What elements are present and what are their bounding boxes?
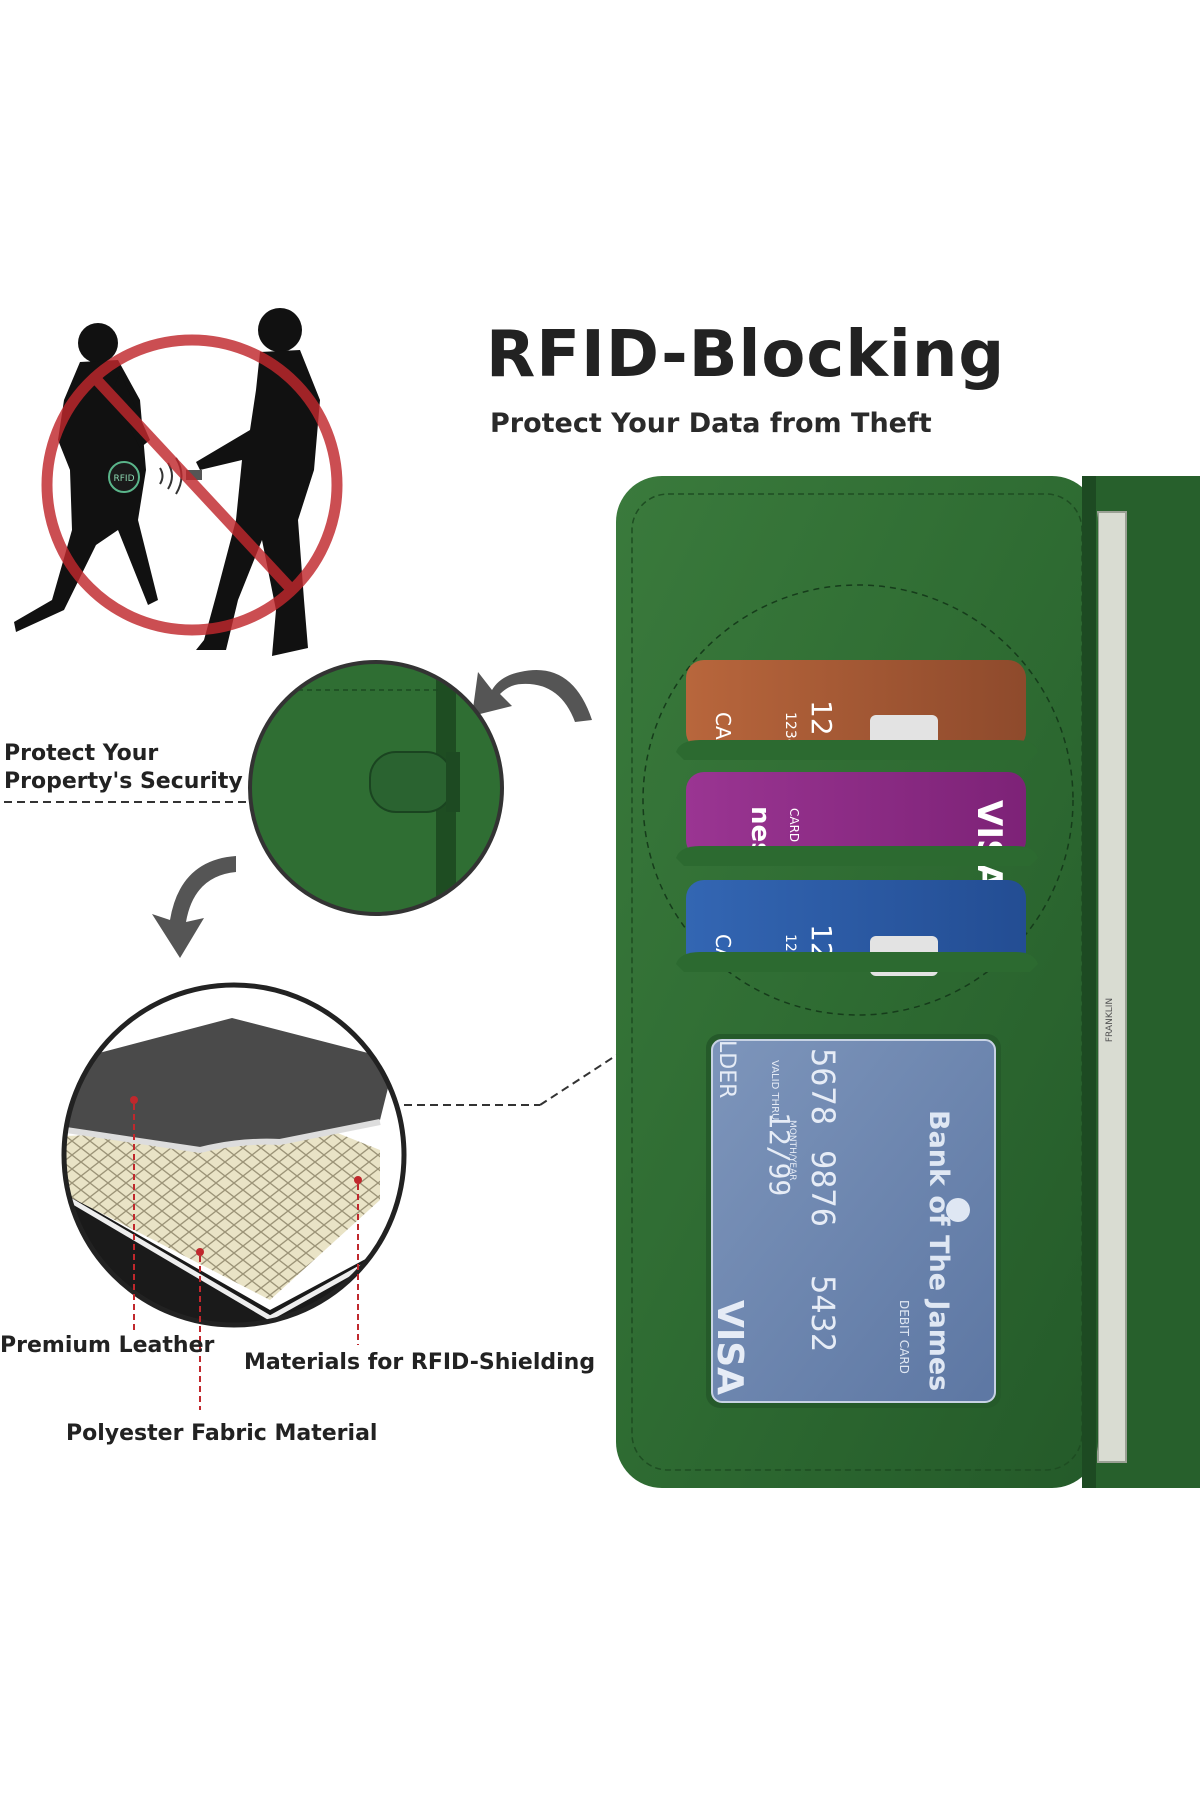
- property-security-label: Protect Your Property's Security: [4, 741, 243, 794]
- id-number-1: 5678: [804, 1048, 842, 1125]
- wallet-illustration: FRANKLIN 12 1234 CA VISA nes CARD 12: [616, 476, 1200, 1488]
- id-bank-name: Bank of The James: [923, 1110, 954, 1391]
- theft-illustration: RFID: [14, 308, 343, 656]
- rfid-materials-label: Materials for RFID-Shielding: [244, 1350, 596, 1375]
- svg-text:LDER: LDER: [714, 1040, 739, 1098]
- id-visa-logo: VISA: [709, 1300, 750, 1395]
- rfid-tag-icon: [108, 461, 140, 493]
- leather-layer: [66, 1018, 395, 1150]
- svg-text:VALID THRU: VALID THRU: [769, 1060, 780, 1120]
- page-title: RFID-Blocking: [486, 318, 1006, 392]
- orange-card: 12 1234 CA: [686, 660, 1026, 755]
- rfid-mesh-layer: [66, 1111, 380, 1300]
- id-number-3: 5432: [804, 1275, 842, 1352]
- svg-text:12/99: 12/99: [763, 1112, 796, 1196]
- curved-arrow-down-icon: [152, 856, 236, 958]
- banknote-text: FRANKLIN: [1105, 998, 1115, 1042]
- banknote: [1097, 511, 1127, 1463]
- svg-text:MONTH/YEAR: MONTH/YEAR: [787, 1120, 797, 1180]
- id-window: Bank of The James DEBIT CARD 5678 9876 5…: [706, 1034, 1001, 1408]
- id-card-type: DEBIT CARD: [897, 1300, 911, 1374]
- svg-text:CARD: CARD: [787, 808, 801, 842]
- id-number-2: 9876: [804, 1150, 842, 1227]
- curved-arrow-icon: [472, 670, 592, 722]
- premium-leather-label: Premium Leather: [0, 1333, 215, 1358]
- rfid-tag-text: RFID: [113, 474, 134, 484]
- clasp-zoom-circle: [248, 660, 504, 916]
- polyester-label: Polyester Fabric Material: [66, 1421, 378, 1446]
- svg-text:12: 12: [805, 700, 838, 736]
- prohibition-sign-icon: [41, 334, 343, 636]
- page-subtitle: Protect Your Data from Theft: [490, 408, 932, 439]
- reader-device-icon: [186, 470, 202, 480]
- svg-text:VISA: VISA: [969, 800, 1009, 890]
- svg-text:CA: CA: [711, 712, 735, 740]
- svg-text:1234: 1234: [782, 712, 798, 748]
- material-layers-circle: [61, 982, 407, 1410]
- bank-logo-icon: [946, 1198, 970, 1222]
